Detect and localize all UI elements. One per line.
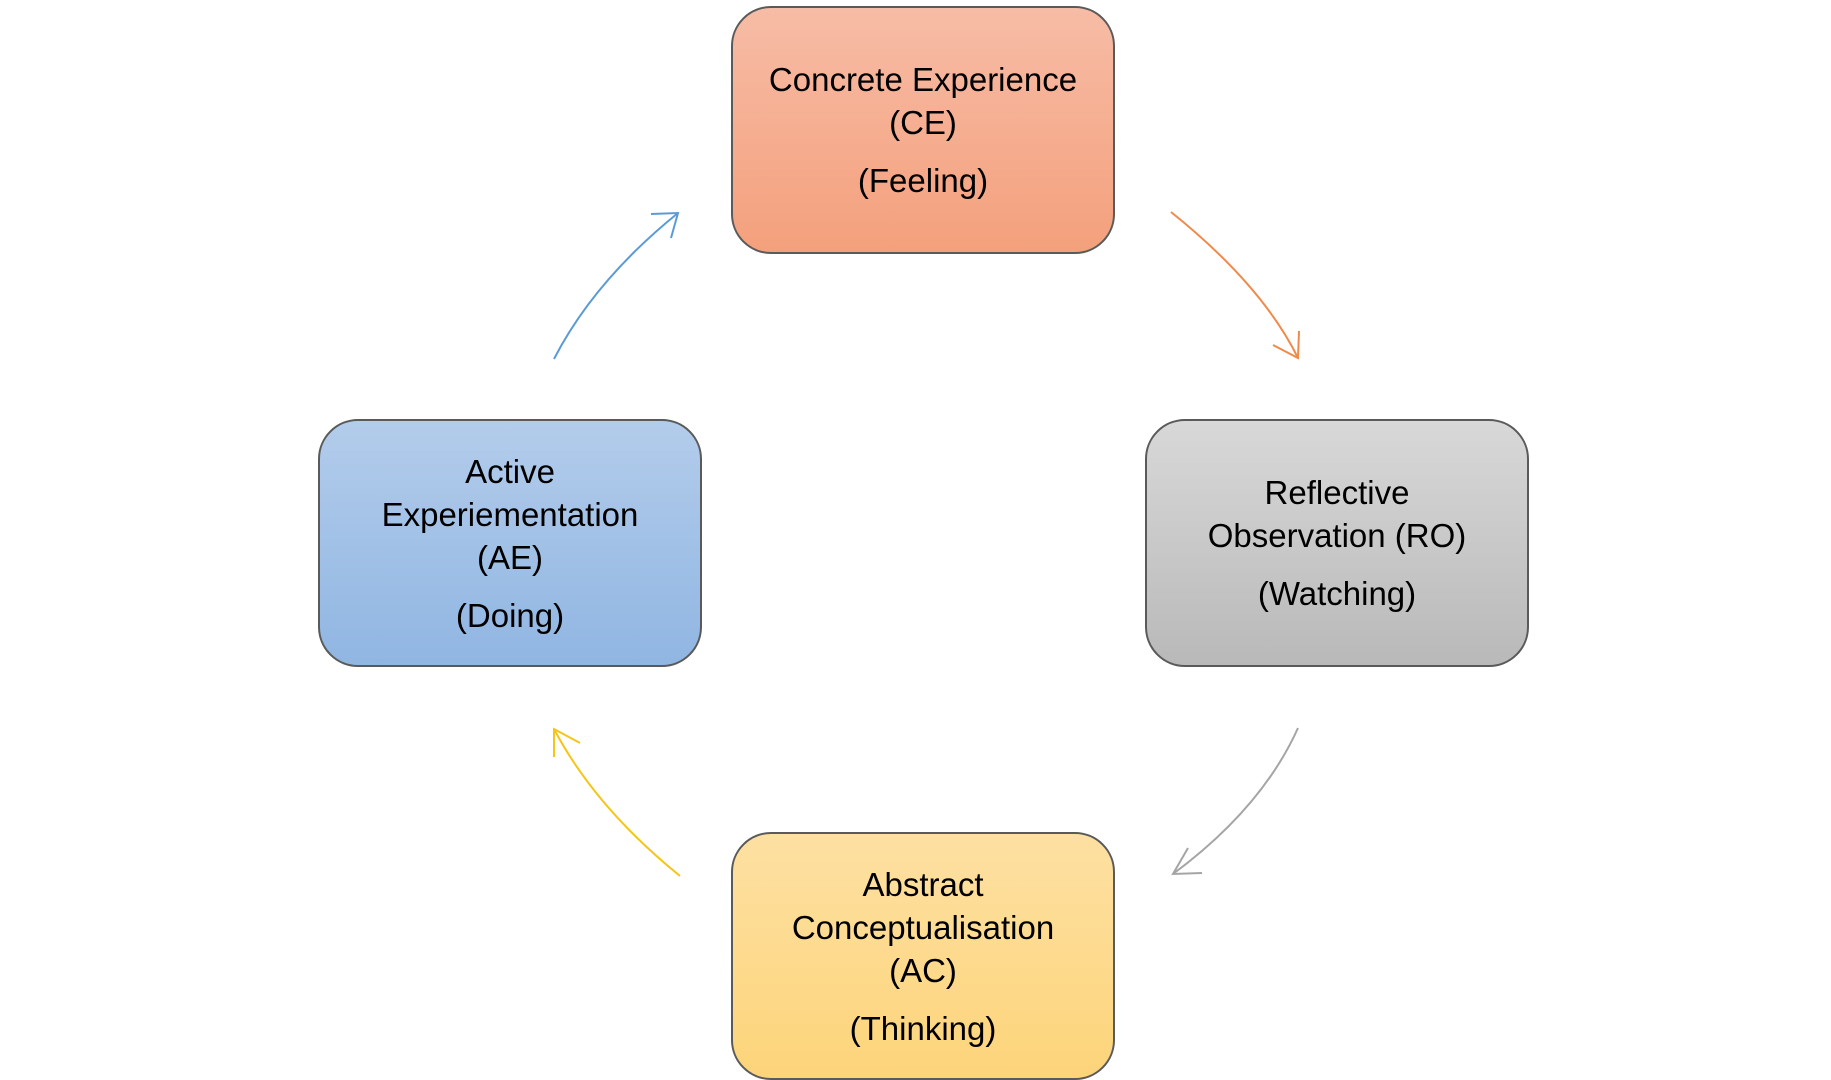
arrow-ro-to-ac: [1172, 727, 1299, 875]
stage-label: Abstract Conceptualisation (AC): [791, 865, 1055, 989]
stage-active-experimentation: Active Experiementation (AE) (Doing): [318, 419, 702, 667]
stage-label: Reflective Observation (RO): [1207, 474, 1467, 554]
stage-abstract-conceptualisation: Abstract Conceptualisation (AC) (Thinkin…: [731, 832, 1115, 1080]
stage-label: Concrete Experience (CE): [768, 61, 1078, 141]
stage-mode: (Thinking): [849, 1009, 997, 1047]
arrowhead-ac-to-ae: [553, 727, 581, 757]
arrow-ce-to-ro: [1170, 211, 1299, 359]
arrowhead-ro-to-ac: [1171, 847, 1203, 876]
stage-concrete-experience: Concrete Experience (CE) (Feeling): [731, 6, 1115, 254]
stage-mode: (Doing): [455, 596, 565, 634]
stage-mode: (Feeling): [857, 162, 989, 199]
stage-mode: (Watching): [1257, 575, 1417, 612]
stage-label: Active Experiementation (AE): [381, 452, 639, 576]
arrowhead-ae-to-ce: [650, 211, 680, 239]
arrow-ae-to-ce: [553, 212, 679, 360]
arrow-ac-to-ae: [553, 728, 681, 877]
arrowhead-ce-to-ro: [1272, 330, 1300, 360]
stage-reflective-observation: Reflective Observation (RO) (Watching): [1145, 419, 1529, 667]
